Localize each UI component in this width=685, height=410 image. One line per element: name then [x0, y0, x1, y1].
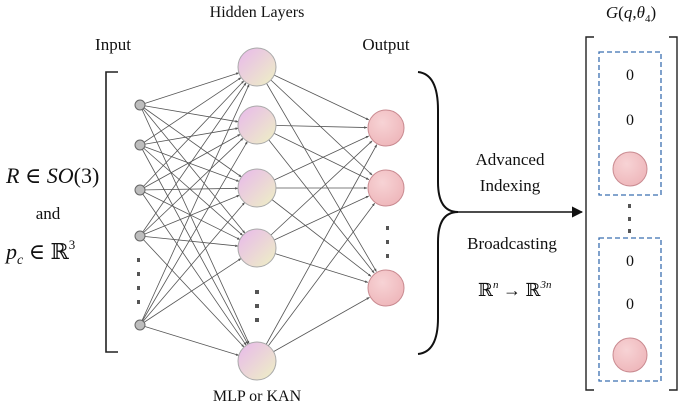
hidden-layer: [237, 47, 277, 381]
network-edge: [256, 124, 370, 181]
network-edges: [139, 66, 378, 362]
network-edge: [139, 104, 250, 345]
broadcasting-label: Broadcasting: [467, 234, 557, 253]
network-edge: [139, 235, 245, 348]
input-bracket: [105, 71, 118, 353]
network-edge: [139, 77, 242, 146]
network-edge: [139, 189, 247, 346]
position-formula: pc ∈ ℝ3: [4, 237, 75, 268]
hidden-layers-label: Hidden Layers: [210, 4, 305, 21]
network-edge: [256, 202, 375, 362]
output-label: Output: [362, 35, 410, 54]
network-edge: [256, 195, 370, 249]
network-edge: [139, 104, 239, 123]
mapping-formula: ℝn → ℝ3n: [478, 279, 552, 300]
vector-entry-node: [612, 337, 648, 373]
vector-entry-zero: 0: [626, 112, 634, 129]
network-edge: [256, 297, 370, 362]
network-edge: [256, 187, 372, 277]
network-edge: [139, 144, 249, 345]
vector-entry-zero: 0: [626, 67, 634, 84]
advanced-label: Advanced: [476, 150, 545, 169]
network-edge: [139, 133, 241, 191]
rotation-formula: R ∈ SO(3): [5, 163, 99, 188]
hidden-node: [237, 105, 277, 145]
and-label: and: [36, 204, 61, 223]
input-node: [134, 319, 146, 331]
output-brace: [417, 71, 459, 355]
vector-group-bottom: [598, 237, 662, 382]
network-edge: [139, 144, 240, 182]
input-ellipsis: [137, 258, 140, 304]
network-edge: [139, 144, 244, 236]
network-edge: [139, 72, 240, 106]
network-edge: [256, 135, 370, 189]
vector-entry-zero: 0: [626, 296, 634, 313]
vector-group-top: [598, 51, 662, 196]
indexing-label: Indexing: [480, 176, 541, 195]
vector-entry-node: [612, 151, 648, 187]
input-label: Input: [95, 35, 131, 54]
network-edge: [139, 141, 248, 326]
network-edge: [256, 66, 377, 272]
output-vector-bracket: [585, 36, 678, 391]
output-node: [367, 169, 405, 207]
output-layer: [367, 109, 405, 307]
output-ellipsis: [386, 226, 389, 258]
network-edge: [256, 140, 373, 249]
hidden-node: [237, 47, 277, 87]
network-edge: [139, 137, 244, 237]
vector-entry-zero: 0: [626, 253, 634, 270]
network-edge: [256, 66, 373, 176]
network-edge: [256, 66, 370, 121]
network-edge: [139, 82, 247, 237]
input-node: [134, 99, 146, 111]
network-edge: [139, 127, 239, 146]
network-edge: [139, 258, 242, 326]
network-edge: [256, 144, 378, 362]
input-node: [134, 184, 146, 196]
hidden-node: [237, 168, 277, 208]
network-edge: [139, 324, 240, 356]
input-node: [134, 139, 146, 151]
hidden-ellipsis: [255, 290, 259, 322]
vector-ellipsis: [628, 204, 631, 233]
output-node: [367, 109, 405, 147]
network-edge: [139, 104, 242, 178]
network-edge: [256, 124, 375, 274]
model-label: MLP or KAN: [213, 388, 302, 405]
hidden-node: [237, 228, 277, 268]
input-node: [134, 230, 146, 242]
output-vector-title: G(q,θ4): [606, 3, 656, 25]
network-edge: [139, 202, 245, 326]
network-edge: [139, 80, 245, 191]
hidden-node: [237, 341, 277, 381]
input-layer: [134, 99, 146, 331]
network-edge: [139, 104, 246, 234]
network-edge: [139, 84, 250, 326]
output-node: [367, 269, 405, 307]
